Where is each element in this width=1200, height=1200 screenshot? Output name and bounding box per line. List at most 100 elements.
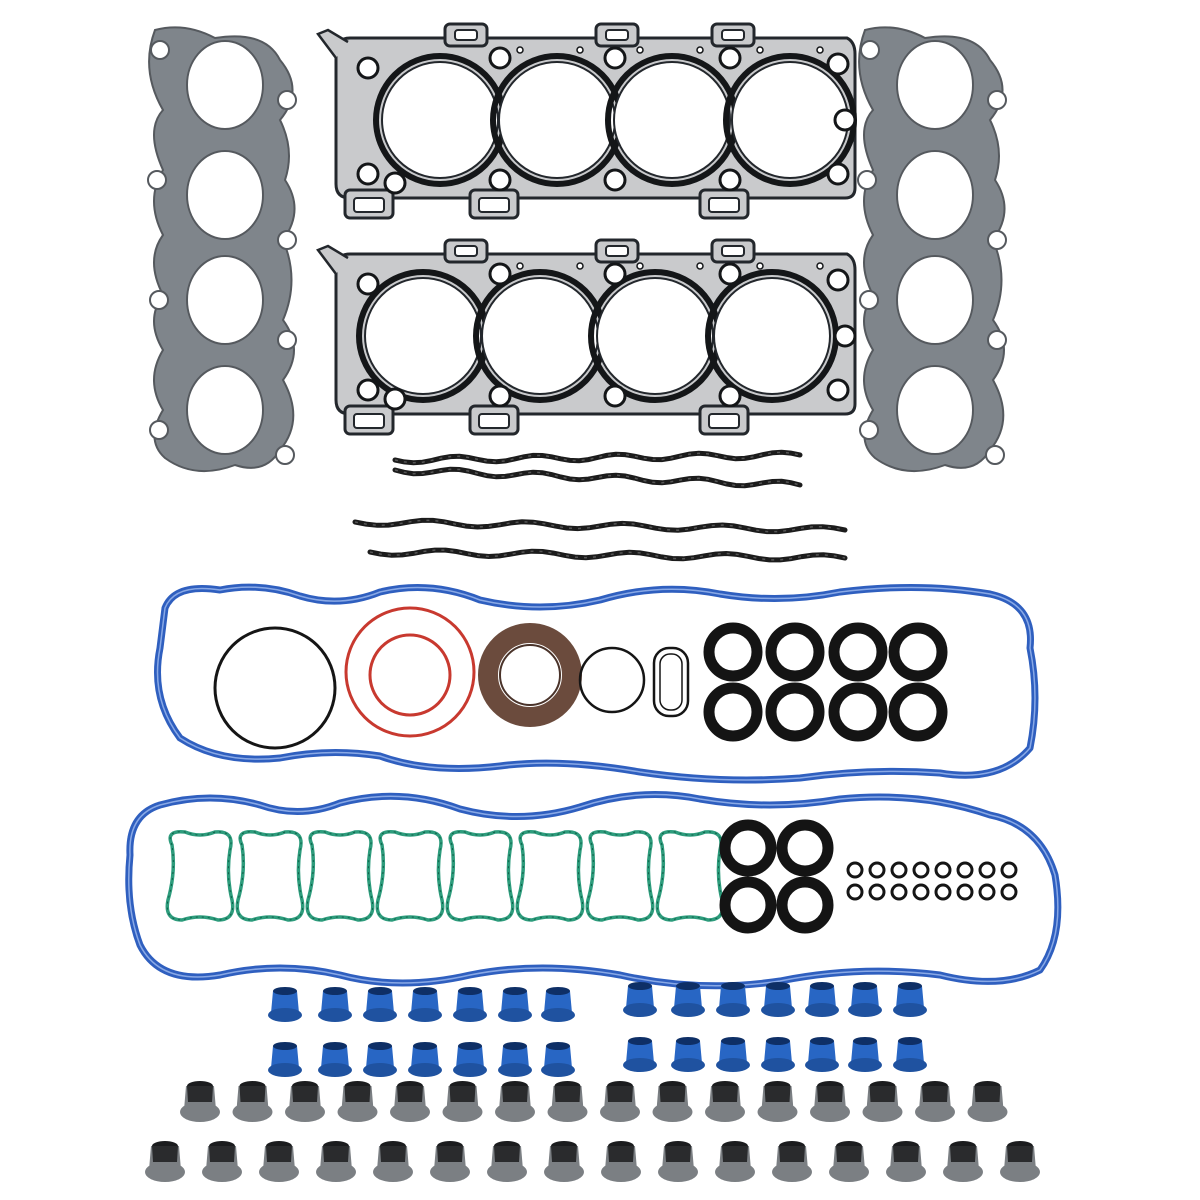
seal-rubber [869,1086,896,1102]
blue-valve-stem-seal [408,1042,442,1077]
blue-valve-stem-seal [541,987,575,1022]
bolt-hole [356,56,380,80]
red-oring-small [368,633,452,717]
seal-body [544,991,572,1013]
seal-body [674,986,702,1008]
head-gasket-tab-slot [478,197,510,213]
seal-top [273,987,297,995]
manifold-bolt-hole [860,40,880,60]
seal-rubber [449,1086,476,1102]
head-gasket-top-slot [605,245,629,257]
spark-tube-seal [888,682,948,742]
bolt-hole [356,378,380,402]
spark-tube-seal [765,682,825,742]
manifold-bolt-hole [987,90,1007,110]
seal-top [628,982,652,990]
blue-valve-stem-seal [268,1042,302,1077]
seal-body [896,986,924,1008]
manifold-bolt-hole [987,330,1007,350]
oil-hole [636,46,644,54]
timing-gasket-3 [367,547,848,563]
spark-tube-seal [703,682,763,742]
seal-body [411,1046,439,1068]
seal-rubber [836,1146,862,1162]
seal-rubber [344,1086,371,1102]
cylinder-bore [731,61,849,179]
gray-valve-stem-seal [601,1141,641,1182]
cylinder-bore [596,277,714,395]
seal-top [721,982,745,990]
seal-rubber [397,1086,423,1102]
seal-top [766,1037,790,1045]
oval-gasket-inner [659,653,683,711]
gray-valve-stem-seal [705,1081,745,1122]
blue-valve-stem-seal [453,987,487,1022]
seal-body [501,991,529,1013]
seal-top [676,982,700,990]
manifold-bolt-hole [277,230,297,250]
spark-tube-seal [888,622,948,682]
manifold-bolt-hole [857,170,877,190]
seal-base [318,1063,352,1077]
seal-top [721,1037,745,1045]
seal-body [851,986,879,1008]
oil-hole [816,262,824,270]
seal-body [764,1041,792,1063]
bolt-hole [488,262,512,286]
seal-base [848,1058,882,1072]
small-oring [890,883,908,901]
timing-gasket-strip [392,466,803,489]
gray-valve-stem-seal [757,1081,798,1122]
timing-gasket-1b [392,466,803,489]
blue-valve-stem-seal [623,1037,657,1072]
bolt-hole [826,162,850,186]
head-gasket-top-slot [454,29,478,41]
head-gasket-bottom [316,238,857,436]
cylinder-bore [713,277,831,395]
small-oring [890,861,908,879]
seal-rubber [922,1086,948,1102]
seal-rubber [659,1086,686,1102]
seal-body [366,991,394,1013]
head-gasket-tab-slot [478,413,510,429]
intake-gasket [585,830,655,922]
seal-rubber [950,1146,976,1162]
seal-body [719,986,747,1008]
seal-base [408,1008,442,1022]
crankshaft-seal-lip [499,644,561,706]
timing-gasket-1 [392,449,803,466]
head-gasket-top-slot [721,245,745,257]
gray-valve-stem-seal [430,1141,470,1182]
manifold-bolt-hole [987,230,1007,250]
seal-top [413,1042,437,1050]
seal-rubber [893,1146,919,1162]
small-oring [934,861,952,879]
seal-base [318,1008,352,1022]
bolt-hole [356,162,380,186]
oil-hole [696,46,704,54]
bolt-hole [603,262,627,286]
seal-base [893,1058,927,1072]
seal-rubber [764,1086,791,1102]
bolt-hole [833,108,857,132]
cylinder-bore [481,277,599,395]
seal-top [898,982,922,990]
seal-top [323,987,347,995]
seal-base [541,1063,575,1077]
head-gasket-tab-slot [353,197,385,213]
blue-valve-stem-seal [541,1042,575,1077]
intake-gasket [235,830,305,922]
seal-top [546,1042,570,1050]
seal-base [541,1008,575,1022]
seal-rubber [974,1086,1001,1102]
intake-gasket-dots [656,831,724,921]
blue-valve-stem-seal [761,982,795,1017]
manifold-bolt-hole [150,40,170,60]
intake-gasket [515,830,585,922]
manifold-gasket-body [858,26,1006,473]
bolt-hole [718,46,742,70]
spark-tube-seal [703,622,763,682]
intake-gasket-dots [586,831,654,921]
oil-hole [576,46,584,54]
gray-valve-stem-seal [232,1081,273,1122]
